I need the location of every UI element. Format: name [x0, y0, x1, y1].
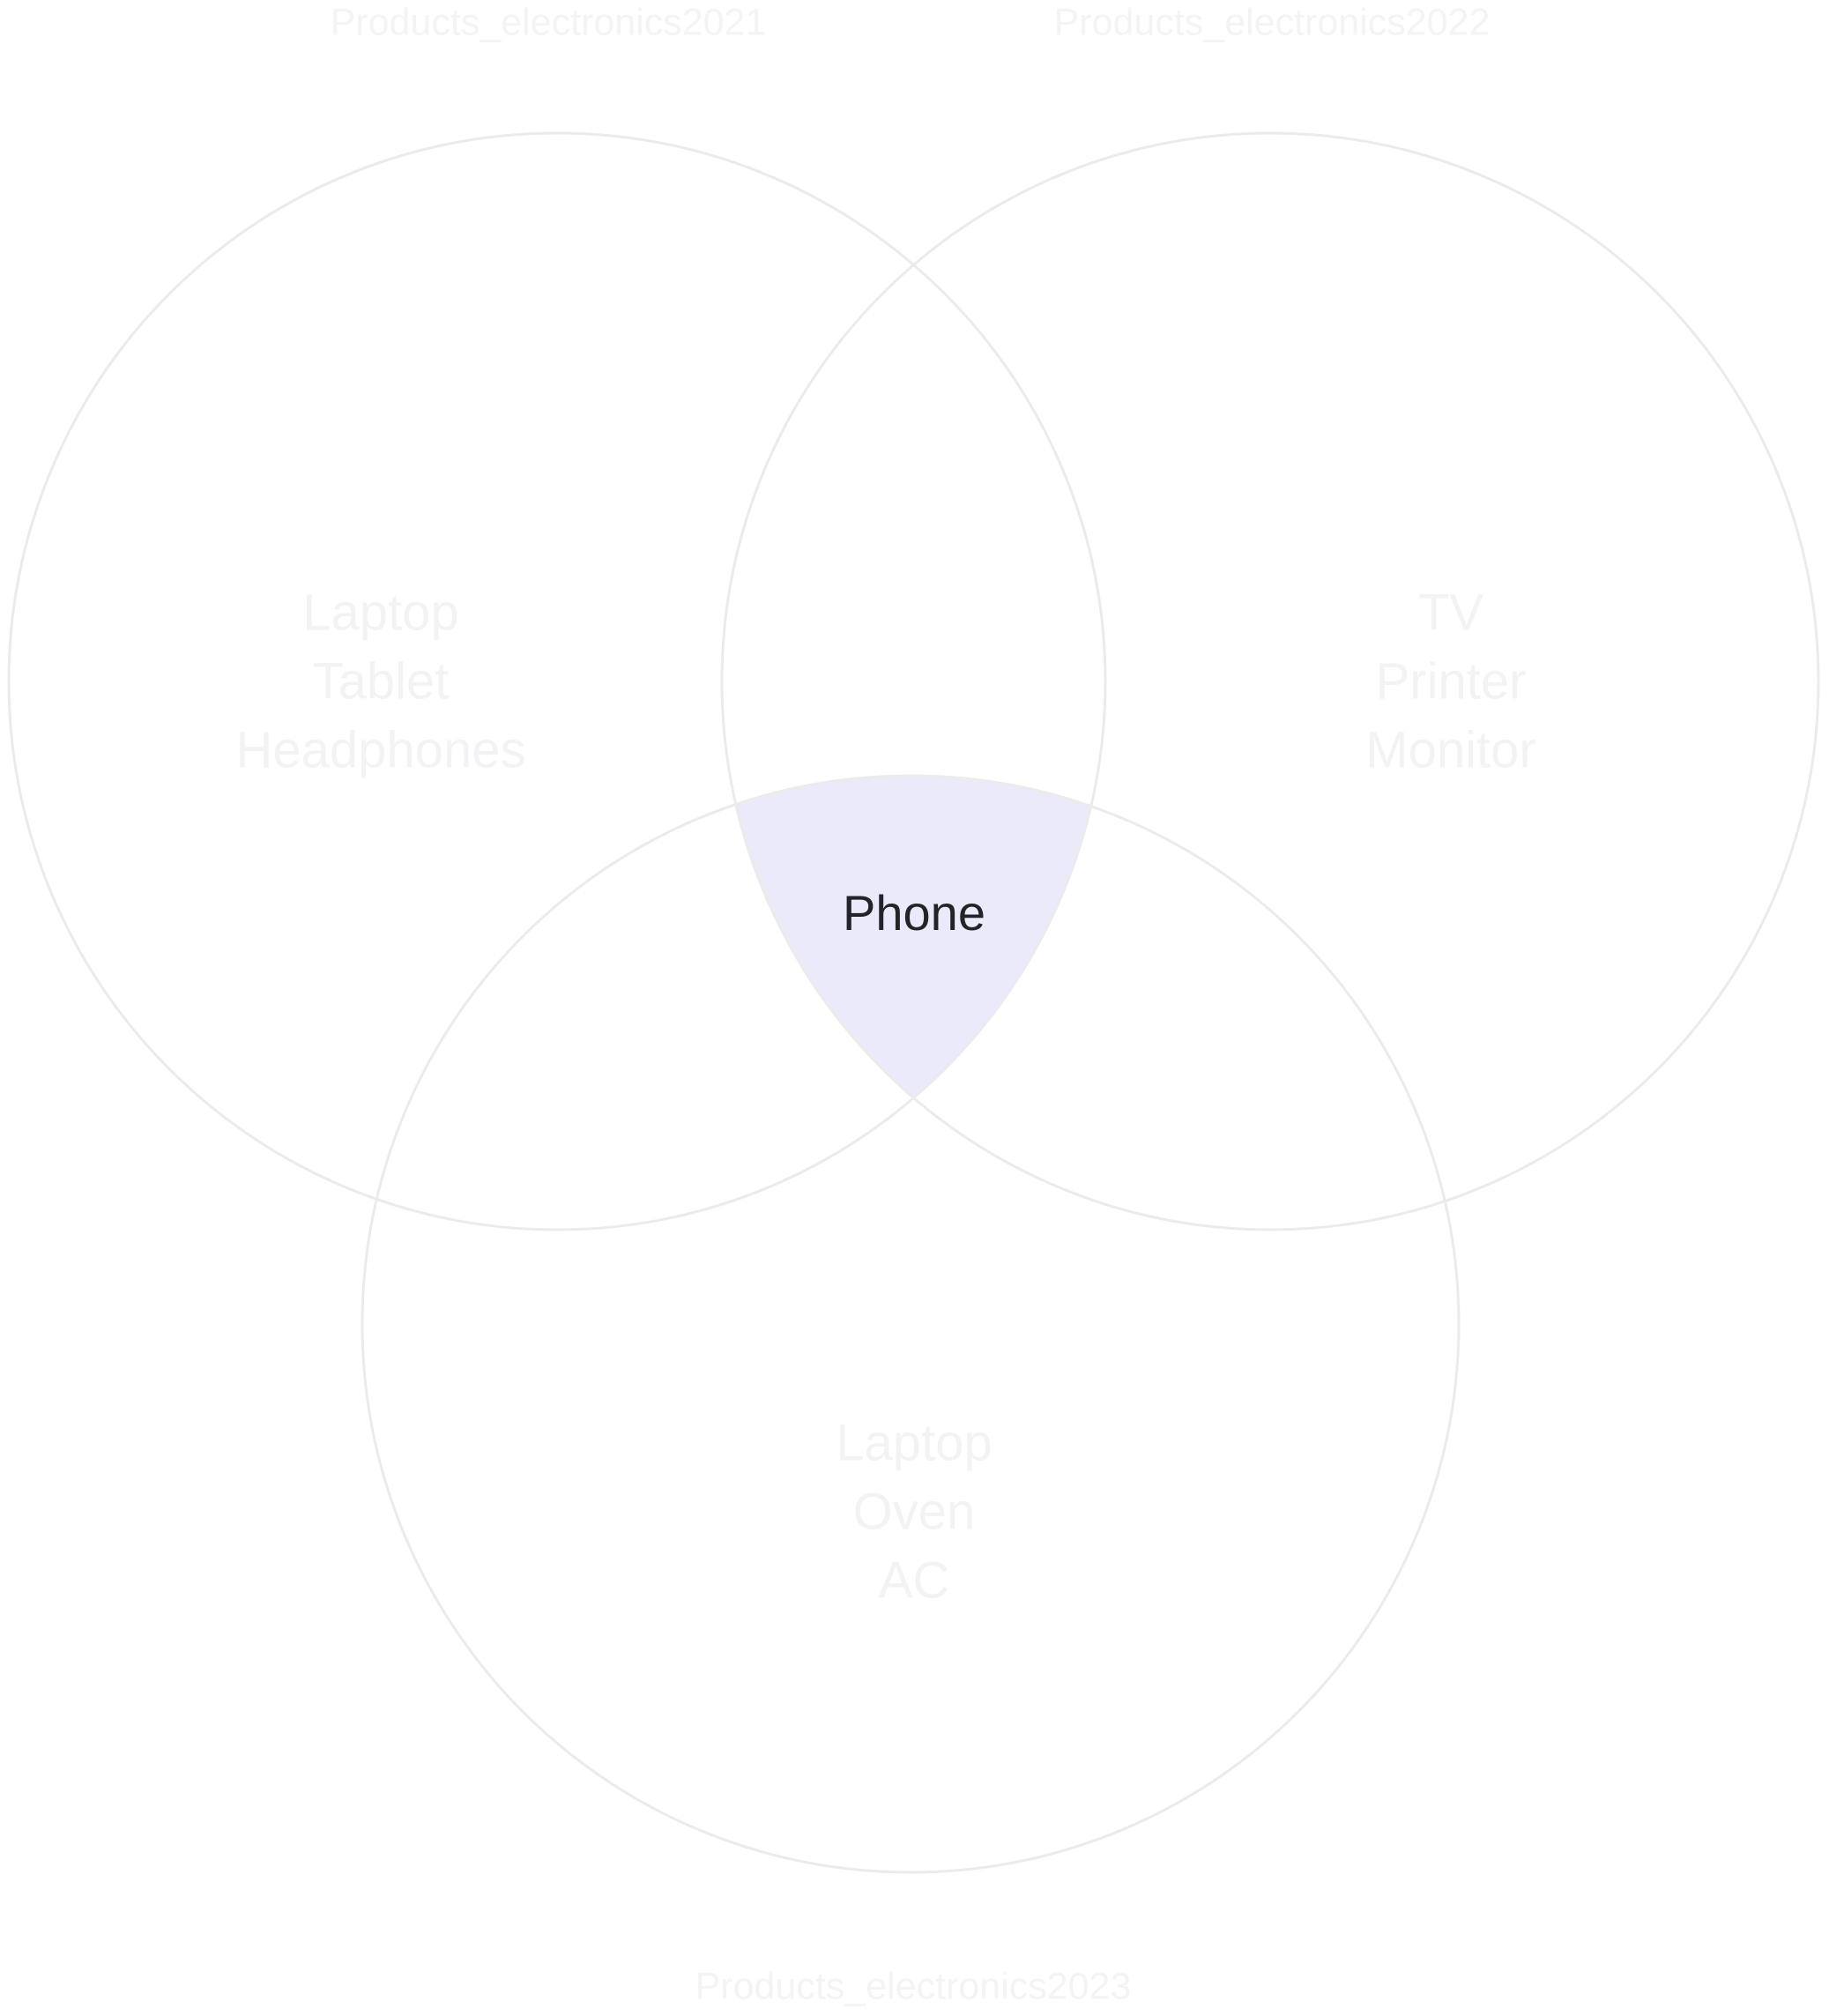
set-item: TV [1418, 584, 1483, 641]
set-title-2021: Products_electronics2021 [331, 1, 767, 43]
set-circle-2023[interactable] [361, 774, 1461, 1874]
set-item: Monitor [1365, 721, 1535, 778]
set-item: Headphones [236, 721, 526, 778]
set-item: Oven [853, 1483, 976, 1540]
triple-intersection-region[interactable] [9, 133, 1105, 1230]
set-circle-2022[interactable] [720, 131, 1820, 1231]
set-item: AC [879, 1551, 950, 1609]
intersection-item-label: Phone [843, 885, 985, 941]
set-circle-2021[interactable] [7, 131, 1107, 1231]
set-item: Laptop [836, 1414, 992, 1471]
set-item: Printer [1376, 652, 1527, 710]
set-title-2022: Products_electronics2022 [1054, 1, 1491, 43]
set-item: Laptop [302, 584, 458, 641]
set-title-2023: Products_electronics2023 [695, 1965, 1132, 2007]
set-item: Tablet [313, 652, 450, 710]
